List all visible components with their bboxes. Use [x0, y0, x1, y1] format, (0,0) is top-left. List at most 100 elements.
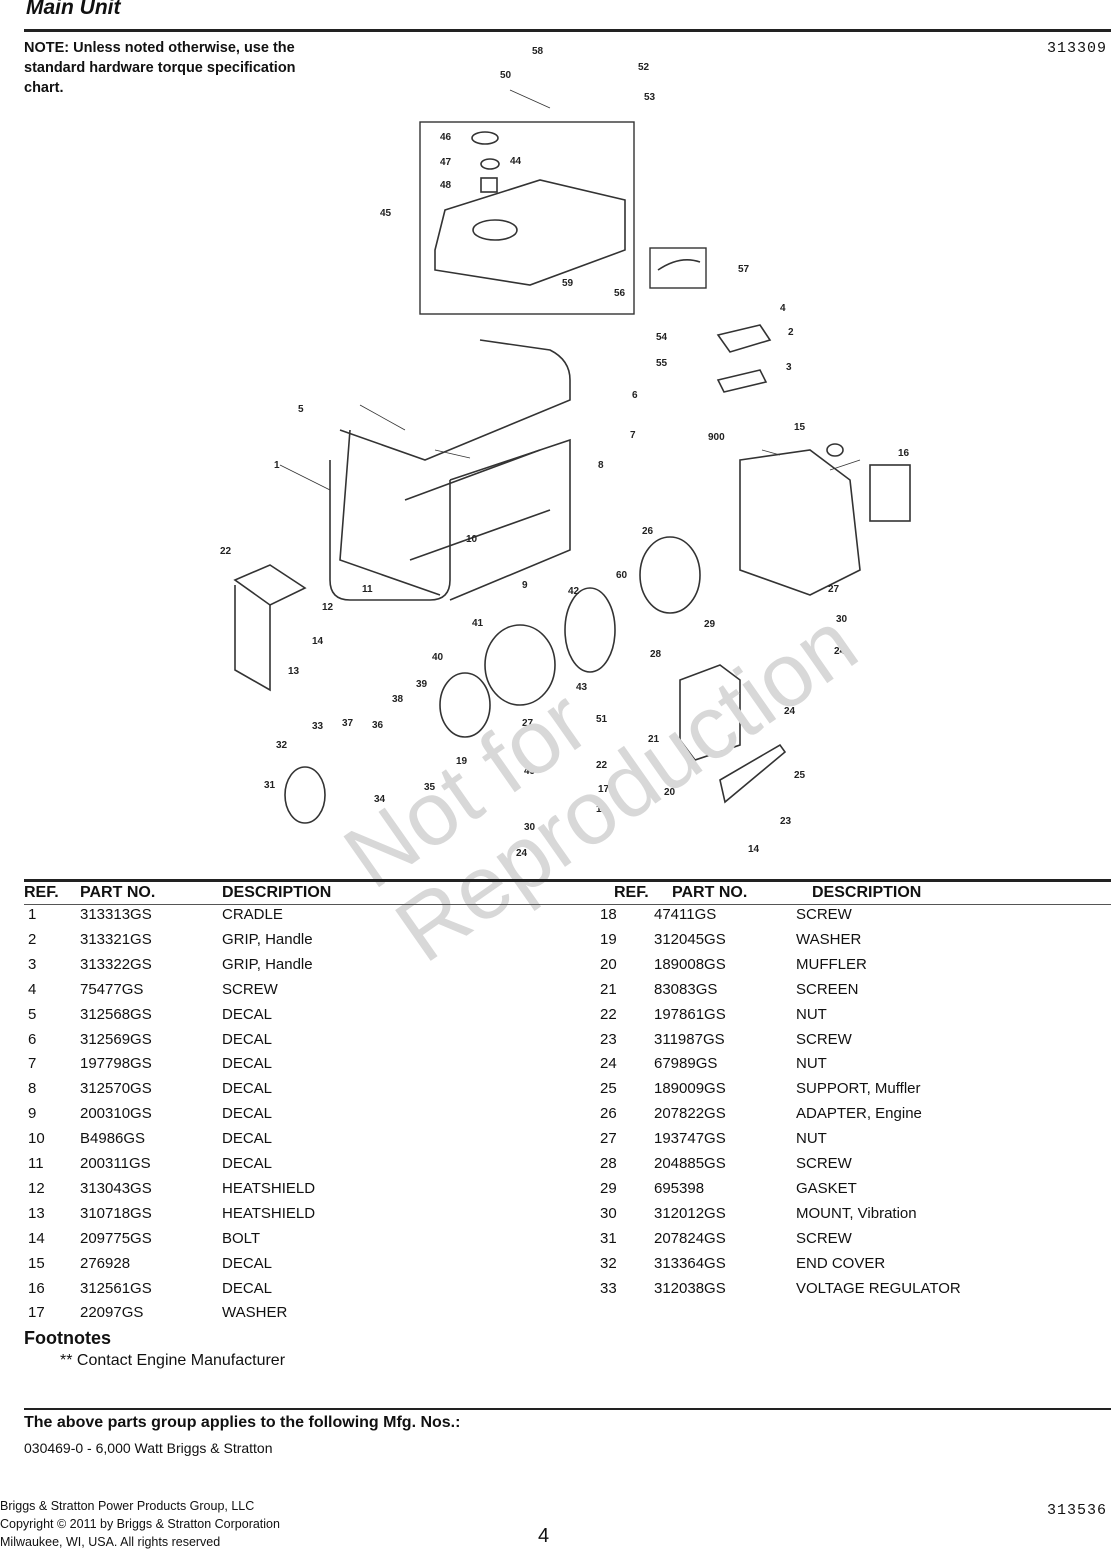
cell-desc: SCREEN [796, 980, 859, 998]
svg-text:2: 2 [788, 327, 794, 338]
svg-text:58: 58 [532, 46, 544, 57]
cell-part: 312570GS [80, 1080, 152, 1098]
cell-part: 207824GS [654, 1229, 726, 1247]
cell-part: 276928 [80, 1254, 131, 1272]
svg-text:1: 1 [274, 460, 280, 471]
cell-desc: GRIP, Handle [222, 955, 313, 973]
cell-desc: NUT [796, 1055, 827, 1073]
svg-text:32: 32 [276, 740, 288, 751]
cell-desc: ADAPTER, Engine [796, 1105, 922, 1123]
cell-ref: 5 [28, 1005, 37, 1023]
svg-text:27: 27 [522, 718, 534, 729]
svg-text:12: 12 [322, 602, 334, 613]
cell-ref: 4 [28, 980, 37, 998]
cell-part: 312568GS [80, 1005, 152, 1023]
svg-text:39: 39 [416, 679, 428, 690]
cell-ref: 1 [28, 906, 37, 923]
footnote-text: ** Contact Engine Manufacturer [60, 1352, 286, 1369]
fuel-tank-box [419, 121, 635, 315]
table-header-rule [24, 904, 1111, 905]
cell-desc: DECAL [222, 1080, 273, 1098]
cell-ref: 26 [600, 1105, 617, 1123]
cell-desc: MOUNT, Vibration [796, 1204, 917, 1222]
cell-desc: VOLTAGE REGULATOR [796, 1279, 961, 1297]
cell-desc: DECAL [222, 1030, 273, 1048]
svg-text:8: 8 [598, 460, 604, 471]
applies-heading: The above parts group applies to the fol… [24, 1414, 461, 1431]
end-cover [284, 766, 326, 824]
svg-text:36: 36 [372, 720, 384, 731]
svg-text:15: 15 [794, 422, 806, 433]
svg-text:42: 42 [568, 586, 580, 597]
svg-text:37: 37 [342, 718, 354, 729]
cell-desc: SCREW [796, 1030, 852, 1048]
cell-ref: 13 [28, 1204, 45, 1222]
cell-ref: 30 [600, 1204, 617, 1222]
left-part-header: PART NO. [80, 884, 156, 901]
svg-text:38: 38 [392, 694, 404, 705]
svg-text:52: 52 [638, 62, 650, 73]
svg-text:56: 56 [614, 288, 626, 299]
cell-ref: 19 [600, 930, 617, 948]
fuel-hose [657, 259, 701, 271]
cell-part: 310718GS [80, 1204, 152, 1222]
cell-desc: WASHER [796, 930, 862, 948]
cell-ref: 17 [28, 1304, 45, 1322]
title-rule [24, 29, 1111, 32]
right-desc-header: DESCRIPTION [812, 884, 922, 901]
cell-ref: 27 [600, 1130, 617, 1148]
cell-desc: CRADLE [222, 906, 283, 923]
cell-part: 209775GS [80, 1229, 152, 1247]
fuel-tank [434, 179, 626, 286]
left-desc-header: DESCRIPTION [222, 884, 332, 901]
svg-text:22: 22 [596, 760, 608, 771]
cell-ref: 9 [28, 1105, 37, 1123]
cap-gasket [480, 158, 500, 170]
applies-rule [24, 1408, 1111, 1410]
cell-ref: 20 [600, 955, 617, 973]
svg-text:27: 27 [828, 584, 840, 595]
svg-text:18: 18 [596, 804, 608, 815]
svg-text:40: 40 [432, 652, 444, 663]
svg-text:41: 41 [472, 618, 484, 629]
cell-part: 313321GS [80, 930, 152, 948]
svg-text:29: 29 [704, 619, 716, 630]
svg-text:24: 24 [834, 646, 846, 657]
footer-ref-code: 313536 [1046, 1502, 1107, 1519]
svg-text:46: 46 [440, 132, 452, 143]
cell-ref: 24 [600, 1055, 617, 1073]
svg-text:34: 34 [374, 794, 386, 805]
svg-text:45: 45 [380, 208, 392, 219]
svg-text:49: 49 [524, 766, 536, 777]
cell-part: 83083GS [654, 980, 718, 998]
cell-ref: 14 [28, 1229, 45, 1247]
torque-note: NOTE: Unless noted otherwise, use the st… [24, 40, 296, 96]
fuel-cap [471, 131, 499, 145]
cell-desc: SCREW [796, 906, 852, 923]
svg-text:60: 60 [616, 570, 628, 581]
svg-text:14: 14 [312, 636, 324, 647]
svg-text:30: 30 [836, 614, 848, 625]
cell-part: 312045GS [654, 930, 726, 948]
cell-ref: 15 [28, 1254, 45, 1272]
cell-part: 200310GS [80, 1105, 152, 1123]
svg-text:55: 55 [656, 358, 668, 369]
cradle-front [329, 460, 451, 601]
svg-text:7: 7 [630, 430, 636, 441]
svg-text:26: 26 [642, 526, 654, 537]
copyright-line: Copyright © 2011 by Briggs & Stratton Co… [0, 1517, 280, 1531]
stator [484, 624, 556, 706]
cell-part: 312038GS [654, 1279, 726, 1297]
svg-text:47: 47 [440, 157, 452, 168]
engine-decal-plate [869, 464, 911, 522]
svg-text:50: 50 [500, 70, 512, 81]
cell-desc: SCREW [222, 980, 278, 998]
cell-part: 193747GS [654, 1130, 726, 1148]
cell-desc: SUPPORT, Muffler [796, 1080, 921, 1098]
cell-part: 189008GS [654, 955, 726, 973]
svg-text:30: 30 [524, 822, 536, 833]
cell-ref: 29 [600, 1179, 617, 1197]
svg-text:9: 9 [522, 580, 528, 591]
cell-ref: 8 [28, 1080, 37, 1098]
